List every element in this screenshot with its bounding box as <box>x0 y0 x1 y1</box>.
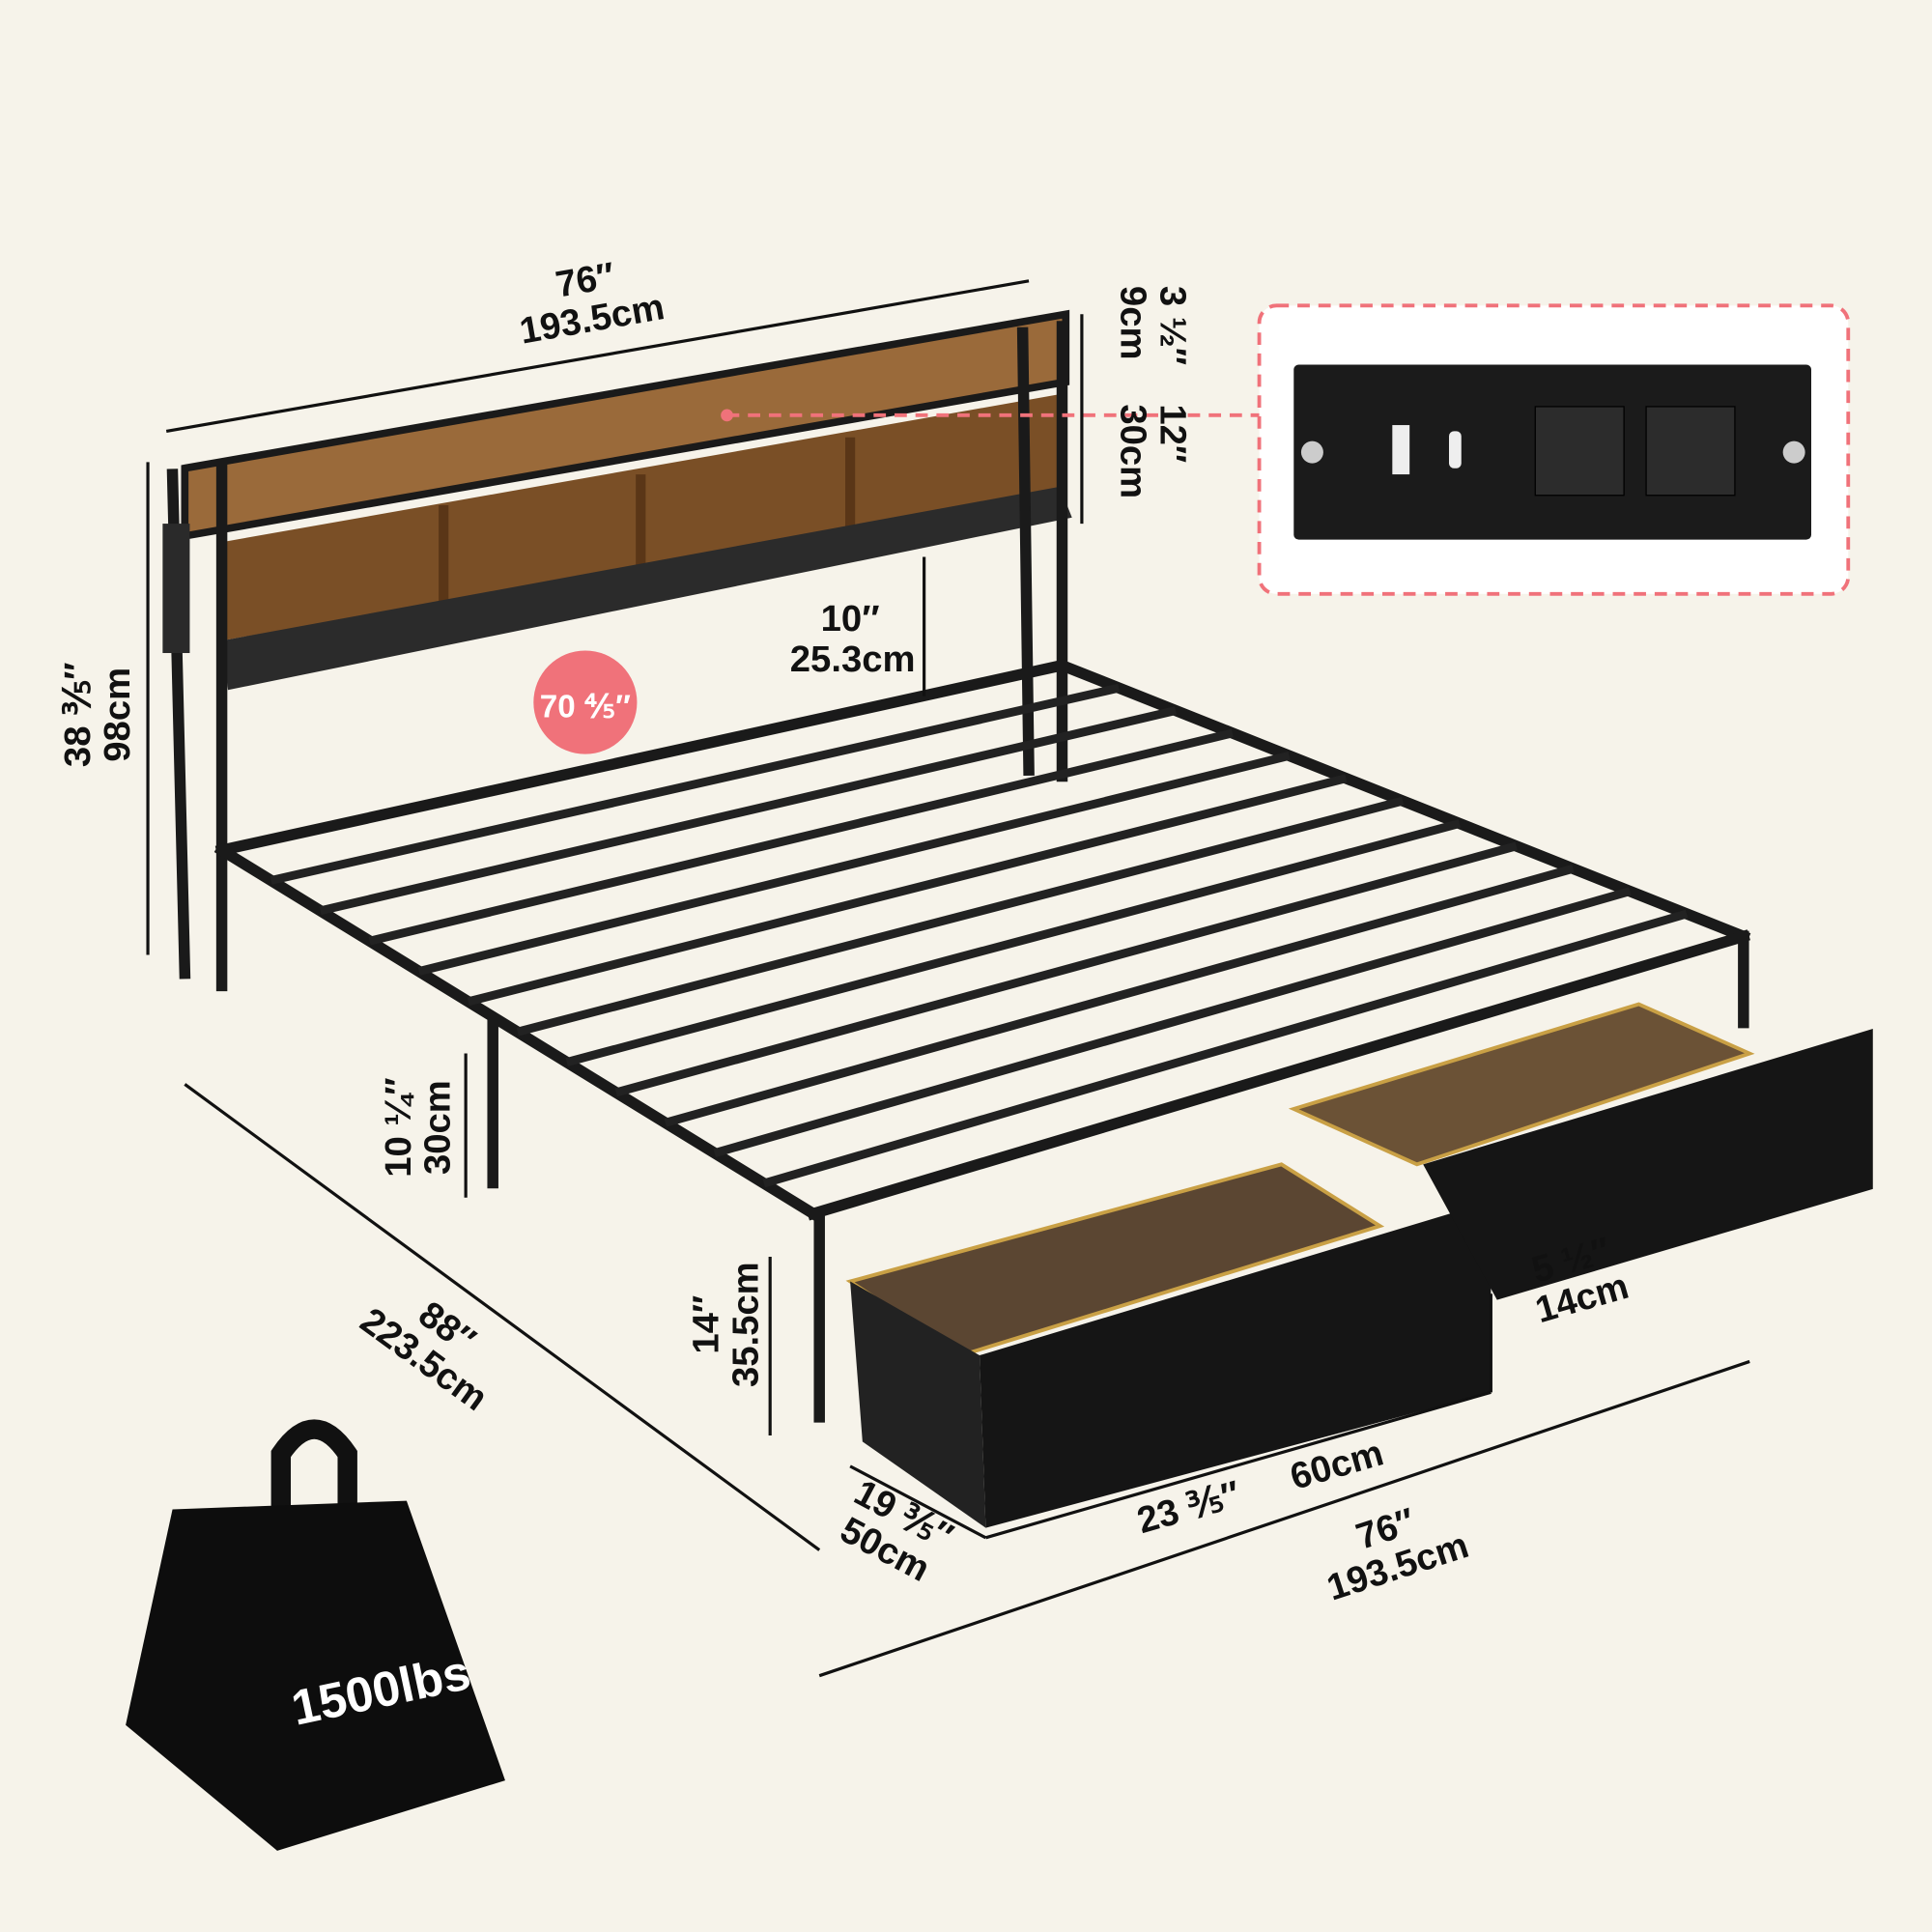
usb-a-port-icon <box>1392 425 1410 475</box>
side-height-in: 14″ <box>686 1295 727 1354</box>
usb-c-port-icon <box>1449 431 1462 469</box>
bed-slat <box>516 796 1405 1037</box>
shelf-height-cm: 9cm <box>1113 286 1154 360</box>
headboard-height-cm: 30cm <box>1113 404 1154 498</box>
screw-icon <box>1782 440 1805 464</box>
side-pocket <box>162 524 190 654</box>
bed-frame <box>213 658 1751 1423</box>
cord-length-badge <box>533 650 638 754</box>
ac-outlet-icon <box>1534 406 1625 497</box>
shelf-height-in: 3 ½″ <box>1152 286 1194 365</box>
power-outlet-callout <box>721 303 1851 596</box>
clearance-cm: 25.3cm <box>790 639 916 680</box>
ac-outlet-icon <box>1645 406 1736 497</box>
bed-slat <box>713 887 1632 1157</box>
headboard <box>162 309 1072 992</box>
screw-icon <box>1300 440 1323 464</box>
total-height-in: 38 ⅗″ <box>57 663 99 768</box>
total-height-cm: 98cm <box>97 668 138 762</box>
clearance-in: 10″ <box>821 598 880 639</box>
cord-length-label: 70 ⅘″ <box>540 689 631 724</box>
bed-slat <box>762 909 1689 1188</box>
bed-slat <box>319 706 1178 916</box>
bed-slat <box>368 728 1234 946</box>
bed-slat <box>417 751 1291 976</box>
under-bed-cm: 30cm <box>417 1080 459 1175</box>
headboard-height-in: 12″ <box>1152 404 1194 463</box>
headboard-width-in: 76″ <box>553 255 617 306</box>
bed-slat <box>664 864 1575 1127</box>
under-bed-in: 10 ¼″ <box>378 1077 419 1177</box>
drawer-left <box>845 1162 1492 1528</box>
side-height-cm: 35.5cm <box>724 1262 766 1387</box>
weight-icon <box>126 1419 505 1851</box>
bed-slat <box>467 774 1348 1007</box>
bed-slat <box>270 683 1121 885</box>
drawer-right <box>1288 1002 1873 1300</box>
bed-slat <box>614 841 1518 1097</box>
bed-slat <box>565 819 1462 1066</box>
